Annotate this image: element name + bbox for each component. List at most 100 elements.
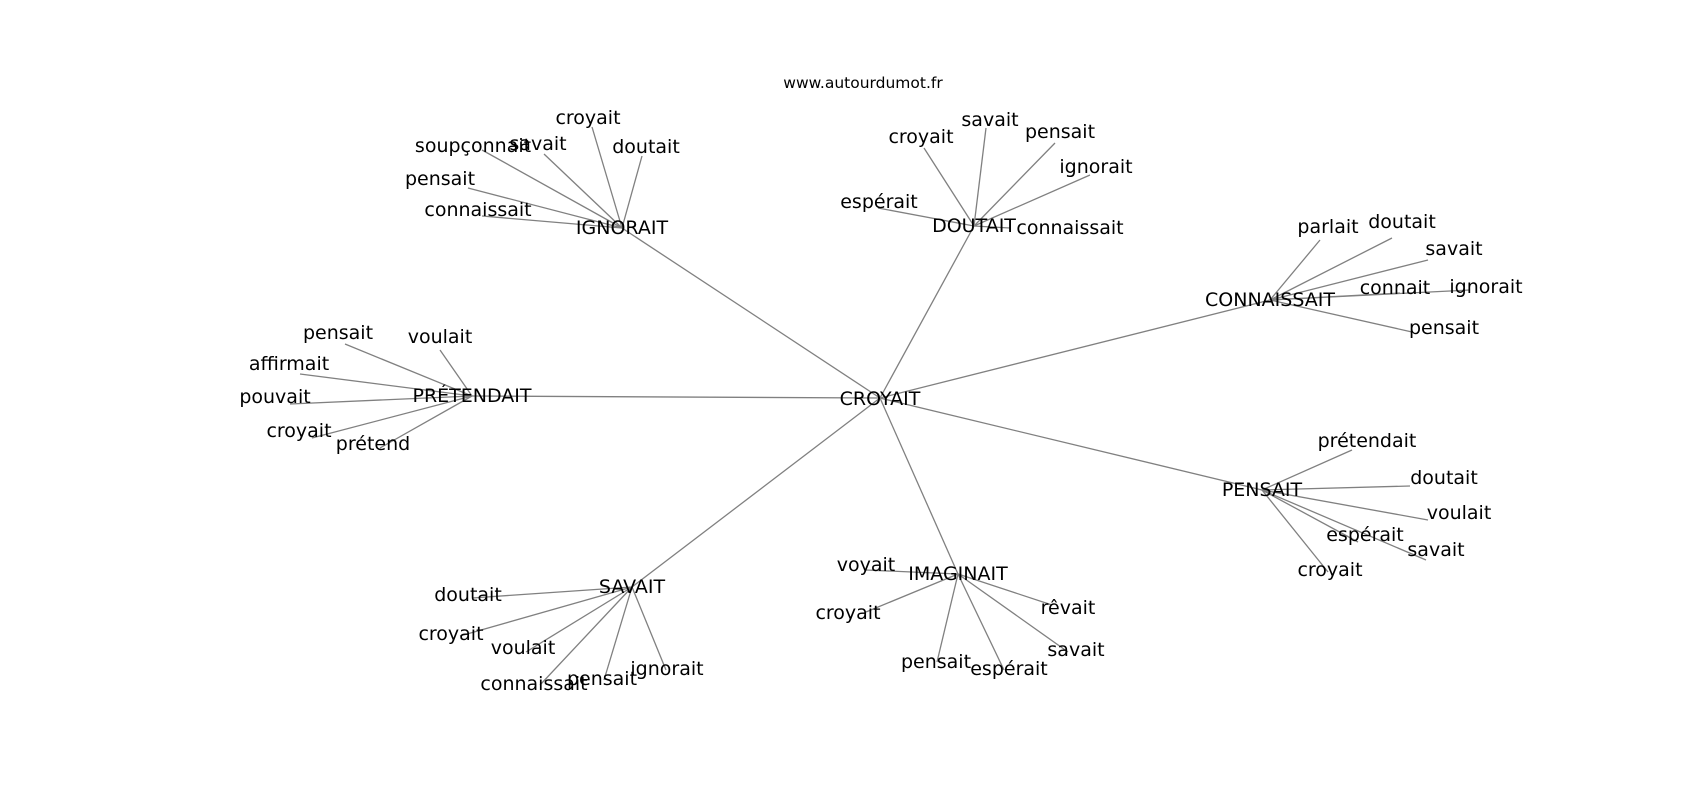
- hub-node-doutait[interactable]: DOUTAIT: [932, 215, 1016, 237]
- leaf-node-ignorait-3[interactable]: soupçonnait: [415, 135, 531, 157]
- edge-savait-leaf-5: [631, 586, 667, 671]
- edge-imaginait-leaf-3: [957, 573, 1069, 653]
- leaf-node-imaginait-1[interactable]: croyait: [815, 602, 880, 624]
- edge-ignorait-leaf-0: [591, 126, 623, 229]
- edge-pensait-leaf-3: [1261, 489, 1359, 543]
- leaf-node-pretendait-1[interactable]: voulait: [408, 326, 473, 348]
- edge-pensait-leaf-2: [1261, 489, 1429, 521]
- edge-savait-leaf-4: [603, 586, 633, 681]
- hub-node-pretendait[interactable]: PRÉTENDAIT: [413, 384, 532, 407]
- leaf-node-pensait-2[interactable]: voulait: [1427, 502, 1492, 524]
- leaf-node-doutait-3[interactable]: ignorait: [1059, 156, 1132, 178]
- leaf-node-connaissait-3[interactable]: connait: [1360, 277, 1431, 299]
- leaf-node-savait-0[interactable]: doutait: [434, 584, 502, 606]
- edge-imaginait-leaf-4: [936, 573, 959, 663]
- leaf-node-doutait-4[interactable]: espérait: [840, 191, 918, 213]
- edge-ignorait-leaf-2: [621, 155, 643, 229]
- leaf-node-pretendait-5[interactable]: prétend: [336, 433, 410, 455]
- leaf-node-imaginait-4[interactable]: pensait: [901, 651, 971, 673]
- leaf-node-connaissait-5[interactable]: pensait: [1409, 317, 1479, 339]
- edge-imaginait-leaf-2: [957, 573, 1053, 606]
- hub-node-ignorait[interactable]: IGNORAIT: [576, 217, 669, 239]
- leaf-node-imaginait-5[interactable]: espérait: [970, 658, 1048, 680]
- leaf-node-pensait-1[interactable]: doutait: [1410, 467, 1478, 489]
- leaf-node-ignorait-4[interactable]: pensait: [405, 168, 475, 190]
- leaf-node-savait-3[interactable]: connaissait: [480, 673, 587, 695]
- hub-node-savait[interactable]: SAVAIT: [599, 576, 666, 598]
- edge-center-to-imaginait: [879, 397, 959, 575]
- edge-doutait-leaf-4: [877, 207, 975, 227]
- leaf-node-savait-1[interactable]: croyait: [418, 623, 483, 645]
- edge-doutait-leaf-2: [973, 142, 1056, 227]
- leaf-node-pretendait-4[interactable]: croyait: [266, 420, 331, 442]
- edge-savait-leaf-2: [525, 586, 633, 653]
- edge-doutait-leaf-1: [973, 127, 987, 227]
- edge-savait-leaf-3: [539, 586, 633, 686]
- edge-connaissait-leaf-4: [1269, 289, 1471, 301]
- edge-pretendait-leaf-2: [299, 373, 473, 397]
- edge-pensait-leaf-4: [1261, 489, 1427, 561]
- leaf-node-pensait-4[interactable]: savait: [1407, 539, 1464, 561]
- leaf-node-savait-2[interactable]: voulait: [491, 637, 556, 659]
- edge-imaginait-leaf-5: [957, 573, 1005, 671]
- leaf-node-pensait-0[interactable]: prétendait: [1318, 430, 1417, 452]
- leaf-node-imaginait-2[interactable]: rêvait: [1041, 597, 1096, 619]
- site-url: www.autourdumot.fr: [783, 74, 943, 92]
- edge-pretendait-leaf-0: [344, 343, 473, 397]
- edge-ignorait-leaf-5: [481, 215, 623, 229]
- leaf-node-connaissait-4[interactable]: ignorait: [1449, 276, 1522, 298]
- leaf-node-pretendait-0[interactable]: pensait: [303, 322, 373, 344]
- leaf-node-pensait-3[interactable]: espérait: [1326, 524, 1404, 546]
- edge-imaginait-leaf-1: [865, 573, 959, 613]
- edge-imaginait-leaf-0: [865, 569, 959, 575]
- edge-layer: [289, 126, 1471, 686]
- edge-center-to-pretendait: [471, 395, 881, 399]
- edge-savait-leaf-1: [459, 586, 633, 637]
- edge-pretendait-leaf-5: [379, 395, 473, 449]
- edge-center-to-ignorait: [621, 227, 881, 399]
- leaf-node-doutait-0[interactable]: croyait: [888, 126, 953, 148]
- leaf-node-savait-5[interactable]: ignorait: [630, 658, 703, 680]
- center-node[interactable]: CROYAIT: [840, 388, 921, 410]
- leaf-node-pensait-5[interactable]: croyait: [1297, 559, 1362, 581]
- edge-pensait-leaf-1: [1261, 485, 1411, 491]
- leaf-node-ignorait-1[interactable]: savait: [509, 133, 566, 155]
- leaf-node-ignorait-5[interactable]: connaissait: [424, 199, 531, 221]
- leaf-node-pretendait-2[interactable]: affirmait: [249, 353, 329, 375]
- edge-doutait-leaf-3: [973, 174, 1091, 227]
- label-layer: IGNORAIT croyait savait doutait soupçonnait p…: [239, 107, 1522, 695]
- edge-pretendait-leaf-3: [289, 395, 473, 405]
- edge-connaissait-leaf-0: [1269, 239, 1321, 301]
- edge-pensait-leaf-5: [1261, 489, 1329, 573]
- edge-center-to-pensait: [879, 397, 1263, 491]
- leaf-node-ignorait-0[interactable]: croyait: [555, 107, 620, 129]
- hub-node-pensait[interactable]: PENSAIT: [1222, 479, 1303, 501]
- edge-ignorait-leaf-4: [467, 187, 623, 229]
- edge-ignorait-leaf-3: [481, 149, 623, 229]
- edge-savait-leaf-0: [471, 586, 633, 599]
- leaf-node-imaginait-3[interactable]: savait: [1047, 639, 1104, 661]
- leaf-node-connaissait-0[interactable]: parlait: [1297, 216, 1358, 238]
- leaf-node-connaissait-2[interactable]: savait: [1425, 238, 1482, 260]
- leaf-node-doutait-5[interactable]: connaissait: [1016, 217, 1123, 239]
- leaf-node-imaginait-0[interactable]: voyait: [837, 554, 895, 576]
- edge-center-to-savait: [631, 397, 881, 588]
- leaf-node-ignorait-2[interactable]: doutait: [612, 136, 680, 158]
- edge-doutait-leaf-0: [923, 147, 975, 227]
- leaf-node-savait-4[interactable]: pensait: [567, 668, 637, 690]
- hub-node-connaissait[interactable]: CONNAISSAIT: [1205, 289, 1335, 311]
- edge-connaissait-leaf-2: [1269, 259, 1429, 301]
- edge-center-to-connaissait: [879, 299, 1271, 399]
- hub-node-imaginait[interactable]: IMAGINAIT: [908, 563, 1008, 585]
- edge-center-to-doutait: [879, 225, 975, 399]
- edge-connaissait-leaf-1: [1269, 237, 1393, 301]
- edge-ignorait-leaf-1: [543, 153, 623, 229]
- edge-connaissait-leaf-5: [1269, 299, 1413, 333]
- leaf-node-doutait-2[interactable]: pensait: [1025, 121, 1095, 143]
- leaf-node-pretendait-3[interactable]: pouvait: [239, 386, 310, 408]
- edge-pretendait-leaf-4: [311, 395, 473, 439]
- leaf-node-doutait-1[interactable]: savait: [961, 109, 1018, 131]
- leaf-node-connaissait-1[interactable]: doutait: [1368, 211, 1436, 233]
- edge-pensait-leaf-0: [1261, 449, 1353, 491]
